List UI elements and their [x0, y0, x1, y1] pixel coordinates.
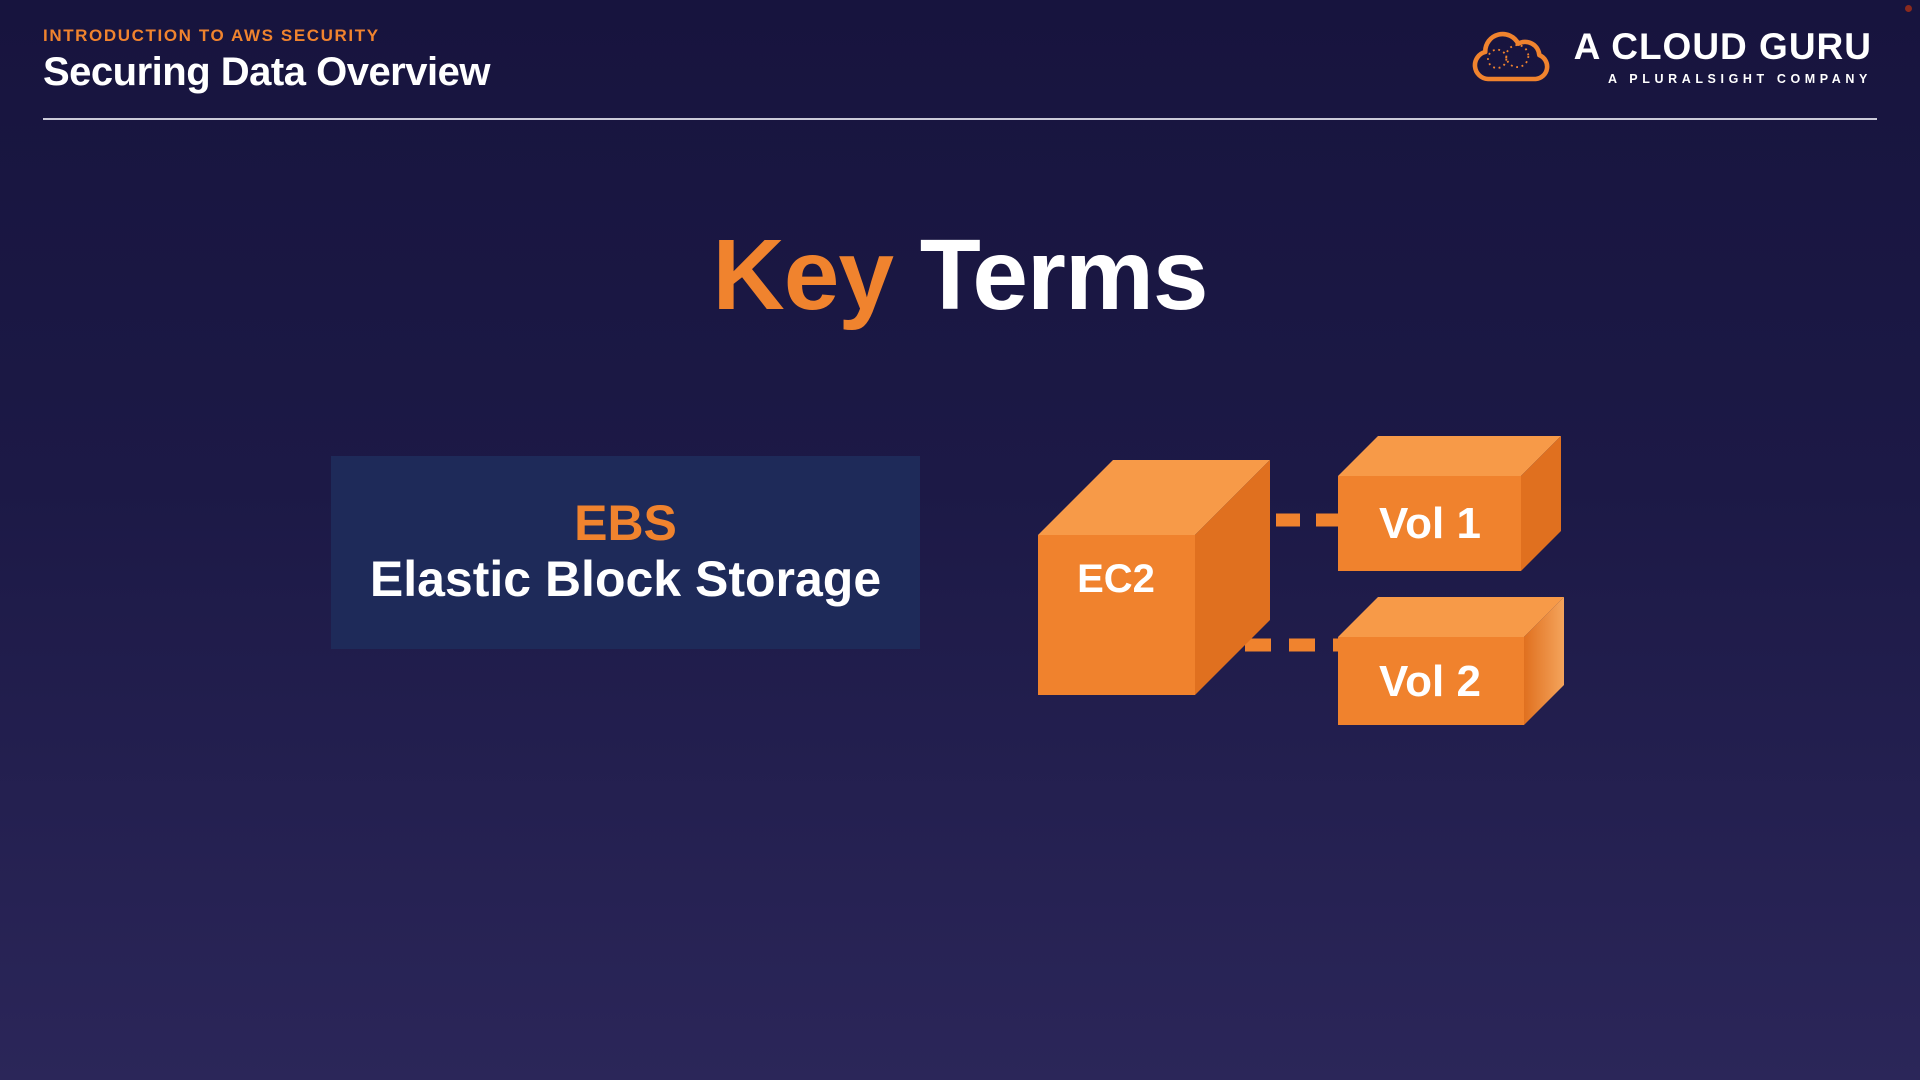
- vol1-label: Vol 1: [1379, 499, 1481, 548]
- ec2-label: EC2: [1077, 557, 1155, 601]
- term-card-ebs: EBS Elastic Block Storage: [331, 456, 920, 649]
- course-title: Securing Data Overview: [43, 50, 490, 94]
- cloud-icon: [1472, 31, 1549, 82]
- corner-dot: [1905, 5, 1912, 12]
- header-divider: [43, 118, 1877, 120]
- vol2-label: Vol 2: [1379, 657, 1481, 706]
- brand-subtitle: A PLURALSIGHT COMPANY: [1608, 71, 1872, 86]
- term-abbreviation: EBS: [574, 495, 677, 552]
- ec2-cube: EC2: [1038, 460, 1270, 695]
- vol2-box: Vol 2: [1338, 597, 1564, 725]
- slide-title-rest: Terms: [919, 219, 1209, 331]
- slide-title-accent: Key: [712, 219, 894, 331]
- brand-name: A CLOUD GURU: [1573, 26, 1872, 68]
- brand-logo: A CLOUD GURU A PLURALSIGHT COMPANY: [1464, 24, 1872, 90]
- ebs-diagram: EC2 Vol 1 Vol 2: [1030, 420, 1590, 750]
- brand-text: A CLOUD GURU A PLURALSIGHT COMPANY: [1573, 26, 1872, 86]
- course-series-label: INTRODUCTION TO AWS SECURITY: [43, 26, 380, 45]
- term-full-name: Elastic Block Storage: [369, 551, 882, 608]
- header: INTRODUCTION TO AWS SECURITY Securing Da…: [0, 0, 1920, 122]
- vol1-box: Vol 1: [1338, 436, 1561, 571]
- slide-title: Key Terms: [0, 218, 1920, 333]
